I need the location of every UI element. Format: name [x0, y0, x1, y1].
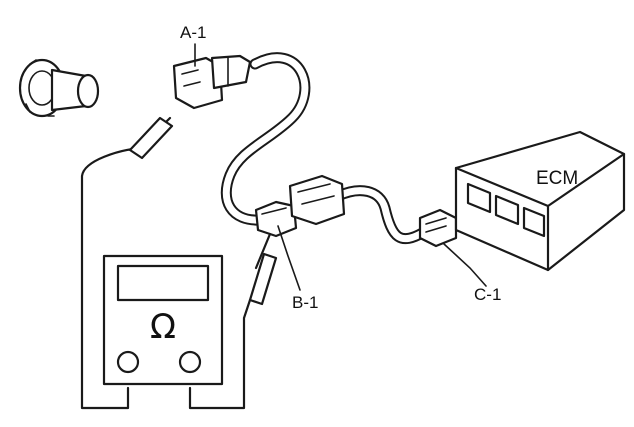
- ohm-symbol: Ω: [150, 307, 176, 347]
- test-lead-b: [188, 232, 278, 410]
- callout-lines: [194, 43, 487, 291]
- label-c1: C-1: [474, 285, 501, 304]
- label-b1: B-1: [292, 293, 318, 312]
- test-lead-a: [80, 116, 174, 410]
- connector-c1: [418, 208, 458, 248]
- ohmmeter: Ω: [102, 254, 224, 386]
- connector-b1: [254, 174, 346, 238]
- ecm-harness: [332, 185, 430, 245]
- label-a1: A-1: [180, 23, 206, 42]
- sensor: [18, 58, 100, 118]
- sensor-harness: [220, 52, 311, 226]
- ecm-unit: ECM: [454, 130, 626, 272]
- ecm-label: ECM: [536, 168, 578, 189]
- connector-a1: [172, 54, 252, 110]
